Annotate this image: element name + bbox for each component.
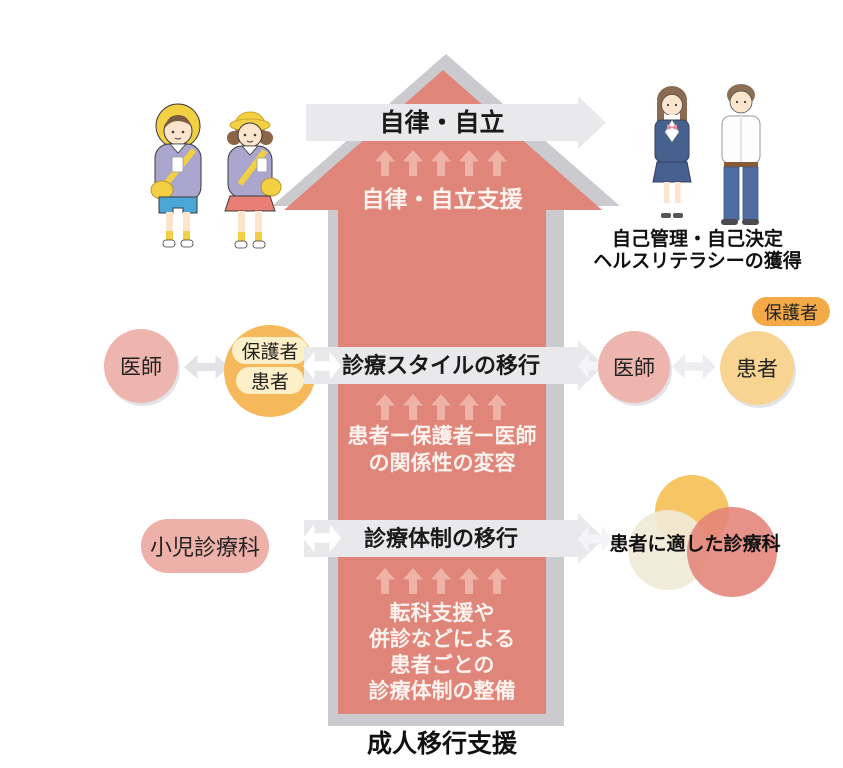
up-arrow-icon	[459, 568, 479, 594]
up-arrow-icon	[375, 568, 395, 594]
up-arrow-icon	[459, 394, 479, 420]
up-arrow-icon	[487, 150, 507, 176]
up-arrow-icon	[375, 150, 395, 176]
care-style-band-label: 診療スタイルの移行	[341, 353, 540, 378]
up-arrow-icon	[403, 568, 423, 594]
teens-illustration	[652, 84, 761, 225]
children-illustration	[150, 103, 282, 249]
relationship-change-label: 患者ー保護者ー医師 の関係性の変容	[312, 423, 572, 477]
up-arrow-icon	[431, 150, 451, 176]
relationship-change-line2: の関係性の変容	[368, 452, 516, 475]
care-system-band-label: 診療体制の移行	[363, 526, 518, 551]
left-doctor-label: 医師	[120, 356, 162, 379]
up-arrow-icon	[403, 150, 423, 176]
left-guardian-pill: 保護者	[232, 337, 308, 364]
left-patient-label: 患者	[250, 372, 289, 393]
support-arrows-row-3	[375, 568, 507, 594]
up-arrow-icon	[487, 568, 507, 594]
right-doctor-circle: 医師	[598, 331, 670, 403]
cluster-circle-red	[687, 507, 777, 597]
right-patient-label: 患者	[736, 358, 778, 381]
care-system-band-arrow	[304, 513, 604, 564]
system-support-label: 転科支援や 併診などによる 患者ごとの 診療体制の整備	[312, 601, 572, 705]
right-guardian-label: 保護者	[764, 302, 818, 323]
self-management-caption: 自己管理・自己決定 ヘルスリテラシーの獲得	[575, 229, 820, 273]
up-arrow-icon	[403, 394, 423, 420]
suitable-department-caption: 患者に適した診療科	[609, 534, 781, 555]
relationship-change-line1: 患者ー保護者ー医師	[347, 425, 537, 448]
up-arrow-icon	[375, 394, 395, 420]
pediatric-department-label: 小児診療科	[149, 535, 260, 560]
left-guardian-label: 保護者	[241, 342, 299, 363]
up-arrow-icon	[487, 394, 507, 420]
care-style-band-arrow	[304, 340, 604, 391]
system-support-line4: 診療体制の整備	[368, 680, 516, 703]
up-arrow-icon	[459, 150, 479, 176]
left-doctor-circle: 医師	[104, 329, 178, 403]
support-arrows-row-2	[375, 394, 507, 420]
right-doctor-label: 医師	[613, 357, 655, 380]
goal-band-label: 自律・自立	[379, 109, 505, 137]
up-arrow-icon	[431, 394, 451, 420]
self-management-caption-line2: ヘルスリテラシーの獲得	[593, 251, 802, 272]
up-arrow-icon	[431, 568, 451, 594]
autonomy-support-label: 自律・自立支援	[361, 186, 523, 212]
footer-title: 成人移行支援	[366, 730, 517, 758]
system-support-line3: 患者ごとの	[389, 654, 495, 677]
goal-band-arrow	[306, 96, 606, 149]
right-guardian-pill: 保護者	[752, 297, 830, 326]
system-support-line1: 転科支援や	[389, 602, 495, 625]
pediatric-department-pill: 小児診療科	[141, 519, 269, 573]
system-support-line2: 併診などによる	[368, 628, 516, 651]
right-patient-circle: 患者	[720, 331, 794, 405]
self-management-caption-line1: 自己管理・自己決定	[611, 229, 783, 250]
support-arrows-row-1	[375, 150, 507, 176]
left-patient-pill: 患者	[236, 367, 304, 394]
